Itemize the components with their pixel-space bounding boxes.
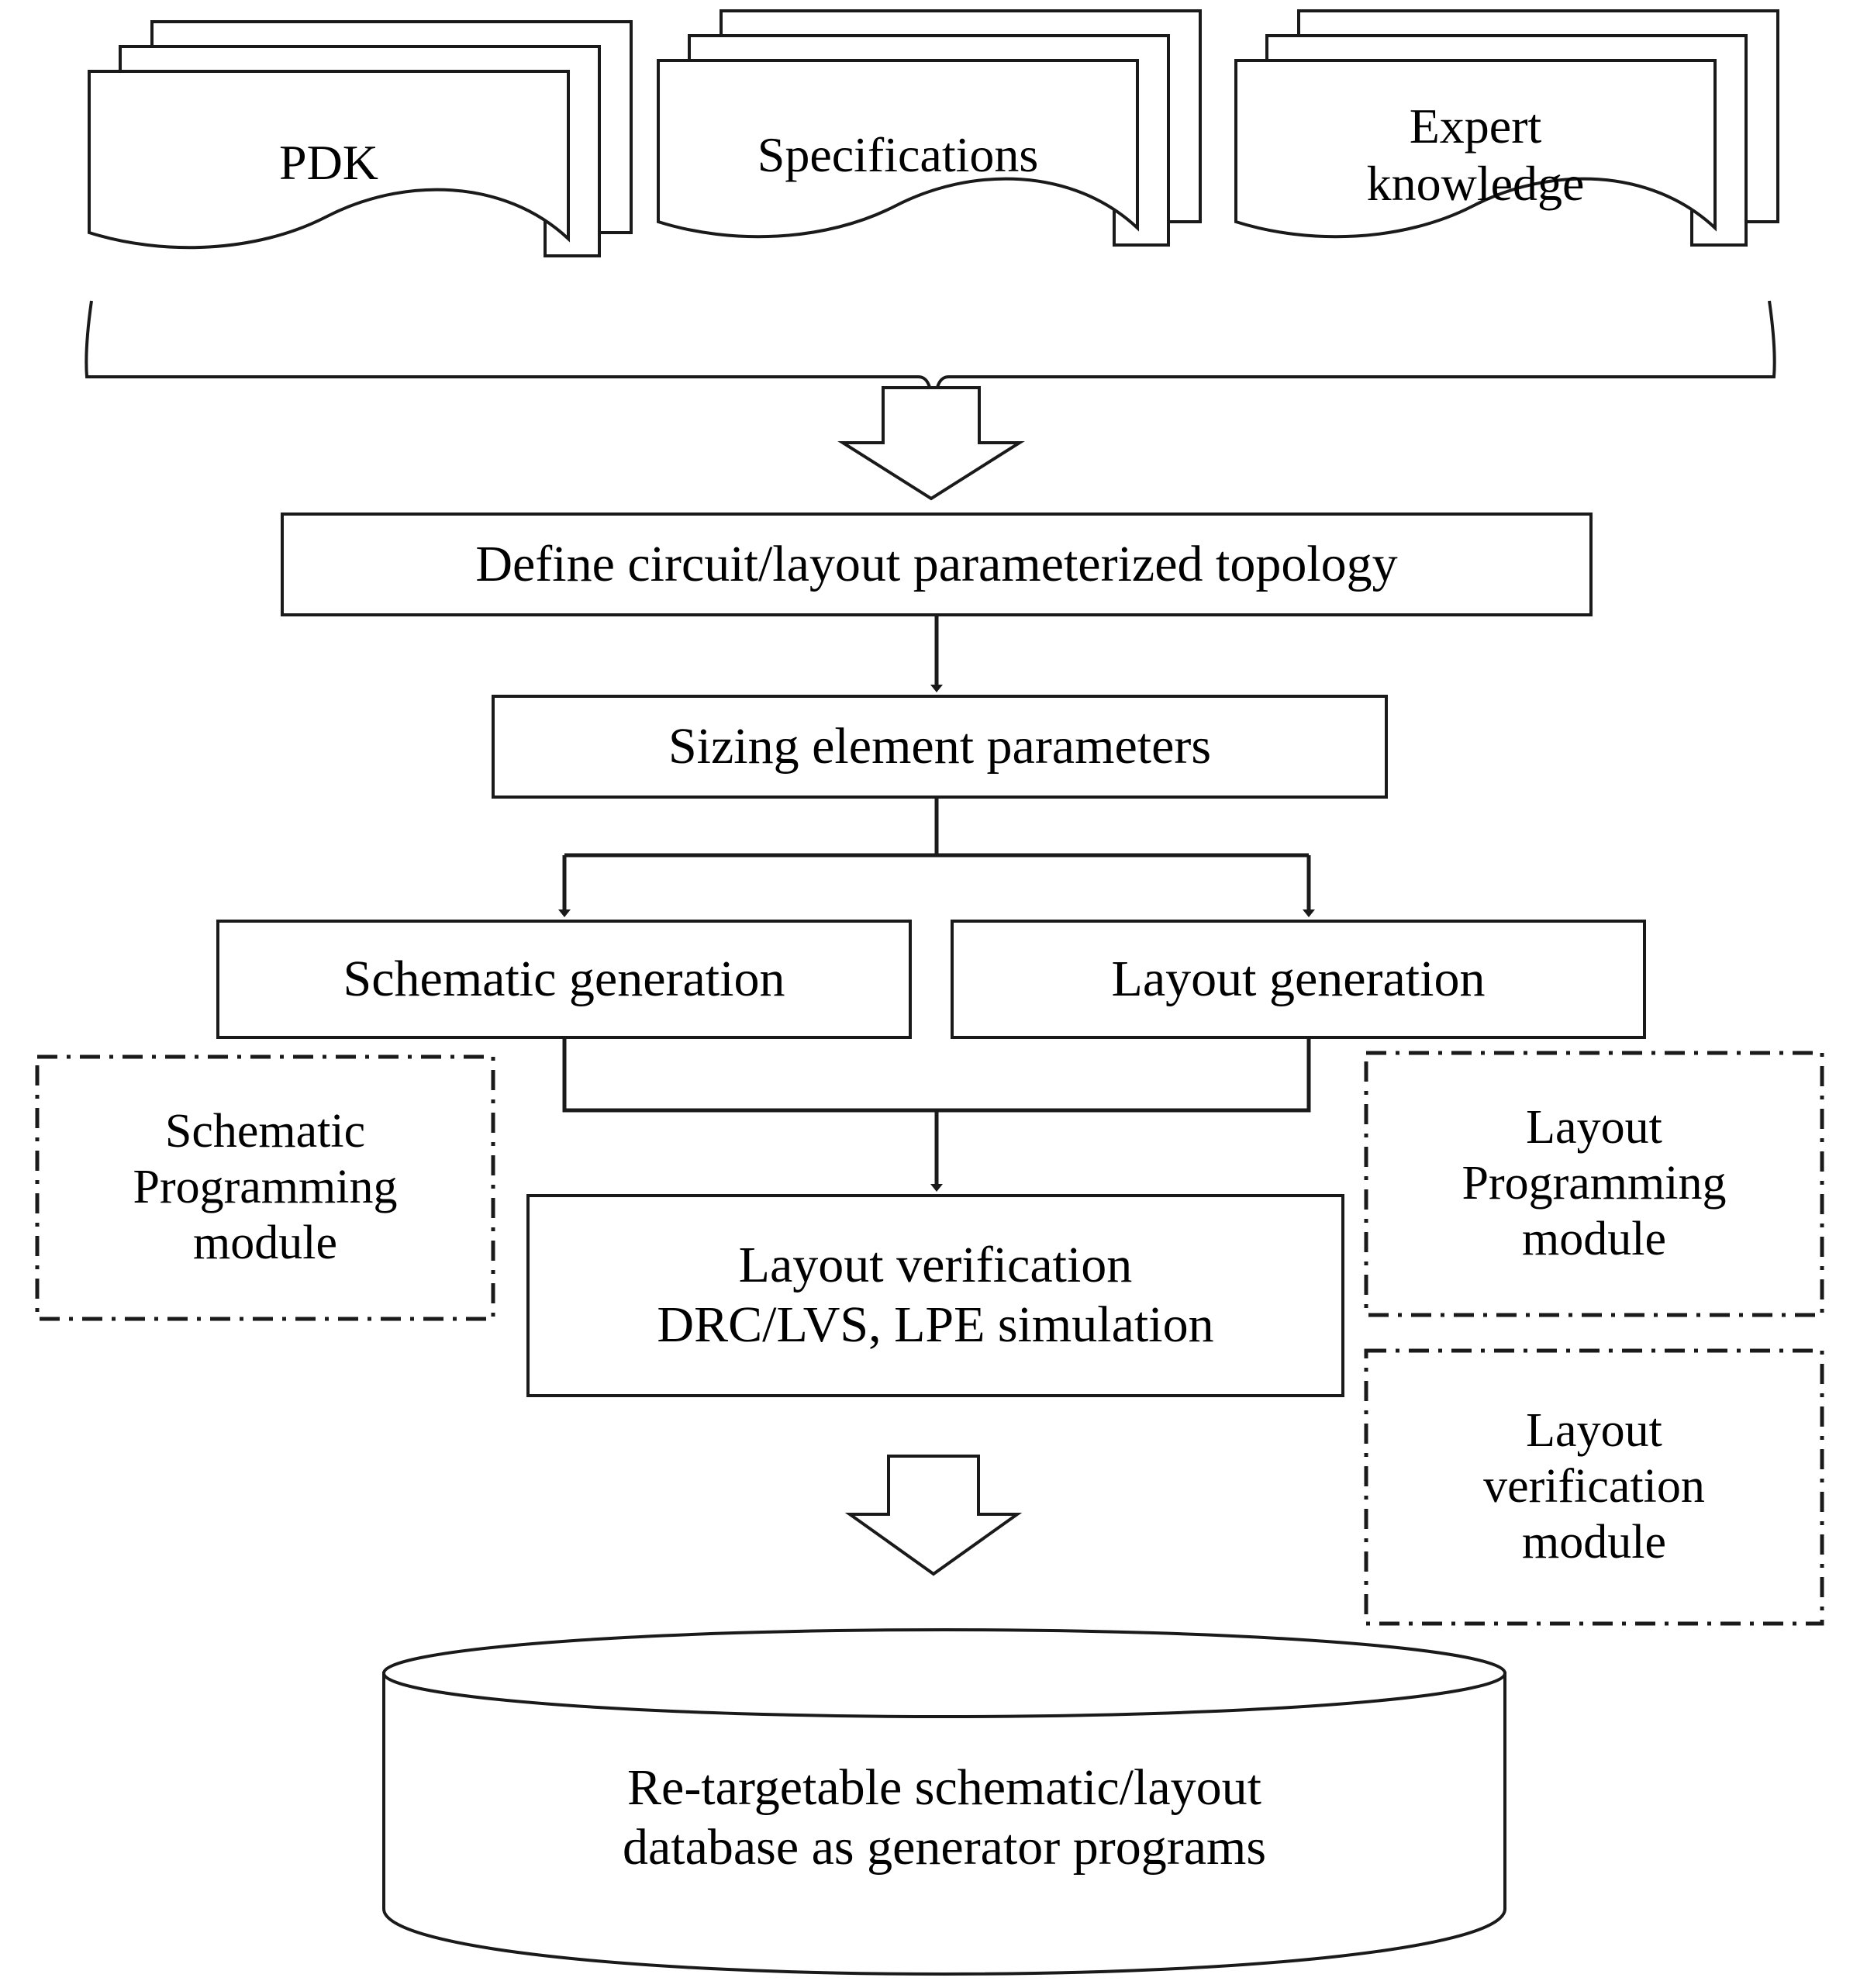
process-label-define-topology: Define circuit/layout parameterized topo… (475, 535, 1398, 592)
database-cylinder[interactable] (382, 1628, 1506, 1976)
module-box-layout-verification[interactable] (1364, 1348, 1824, 1626)
block-arrow-down-1 (837, 386, 1025, 501)
module-box-layout-programming[interactable] (1364, 1051, 1824, 1317)
doc-label-specifications: Specifications (757, 126, 1039, 182)
database-label: Re-targetable schematic/layout database … (622, 1759, 1267, 1876)
process-box-define-topology[interactable] (281, 513, 1593, 616)
connector-split-generation (558, 797, 1315, 917)
module-label-layout-programming: Layout Programming module (1462, 1101, 1727, 1265)
doc-stack-specifications (657, 9, 1202, 247)
process-box-schematic-generation[interactable] (216, 920, 912, 1039)
module-label-layout-verification: Layout verification module (1483, 1404, 1705, 1569)
doc-label-pdk: PDK (278, 134, 379, 190)
process-label-layout-generation: Layout generation (1111, 950, 1486, 1007)
inputs-collector-brace (85, 300, 1776, 407)
process-box-layout-verification[interactable] (526, 1194, 1344, 1397)
module-label-schematic-programming: Schematic Programming module (133, 1105, 398, 1269)
process-label-schematic-generation: Schematic generation (343, 950, 785, 1007)
process-box-layout-generation[interactable] (951, 920, 1646, 1039)
process-label-layout-verification: Layout verification DRC/LVS, LPE simulat… (657, 1237, 1214, 1353)
connector-merge-to-verification (562, 1037, 1311, 1192)
block-arrow-down-2 (844, 1455, 1023, 1576)
module-box-schematic-programming[interactable] (35, 1054, 495, 1321)
doc-stack-pdk (88, 20, 633, 257)
doc-label-expert-knowledge: Expert knowledge (1366, 98, 1585, 211)
process-label-sizing-parameters: Sizing element parameters (668, 717, 1212, 775)
doc-stack-expert-knowledge (1234, 9, 1779, 247)
process-box-sizing-parameters[interactable] (492, 695, 1388, 799)
